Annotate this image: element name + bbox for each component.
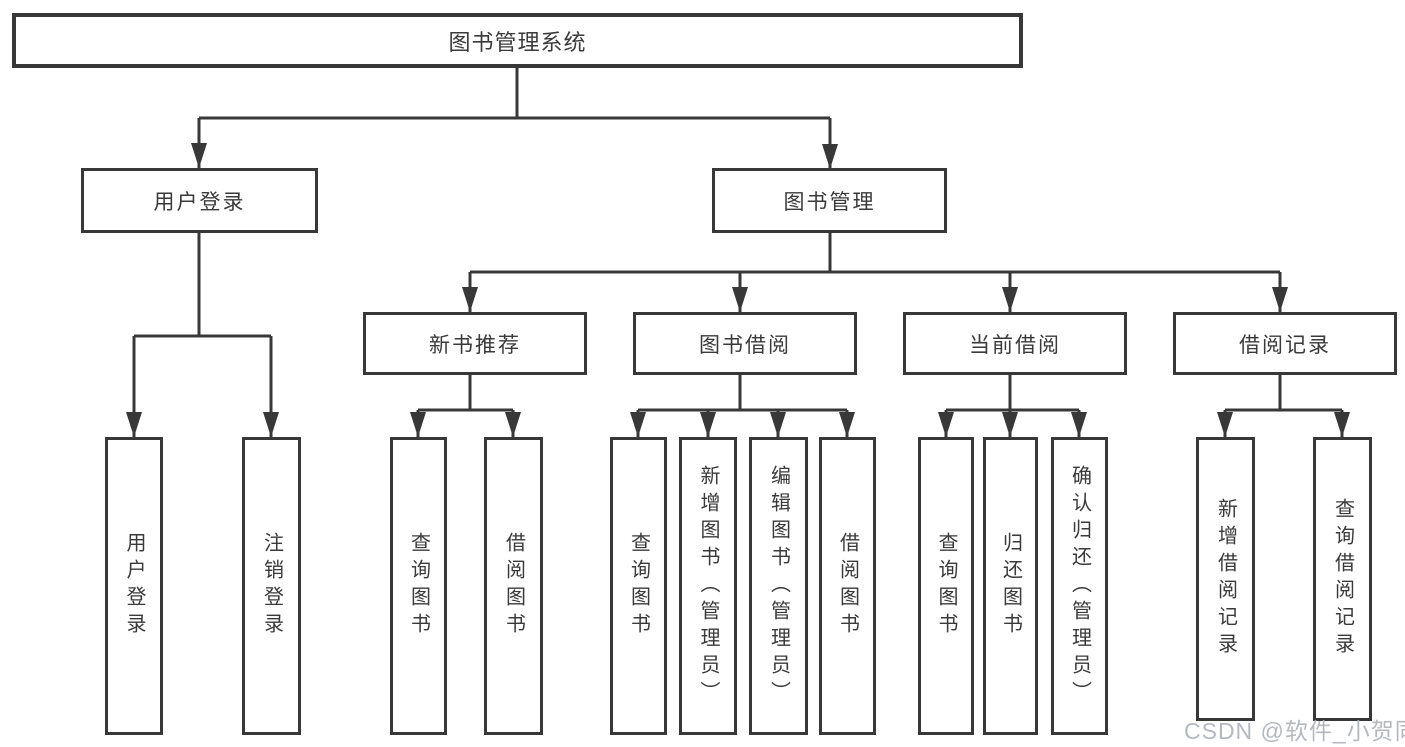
node-label: 查询借阅记录	[1331, 498, 1354, 660]
leaf-return-book: 归还图书	[983, 437, 1038, 735]
node-book-management: 图书管理	[712, 168, 947, 233]
node-label: 查询图书	[627, 532, 650, 640]
leaf-add-book-admin: 新增图书（管理员）	[679, 437, 737, 735]
node-label: 归还图书	[999, 532, 1022, 640]
node-label: 借阅记录	[1239, 333, 1331, 357]
node-library-management-system: 图书管理系统	[12, 13, 1023, 68]
node-label: 新增借阅记录	[1214, 498, 1237, 660]
tree-edges	[132, 68, 1344, 437]
node-label: 用户登录	[123, 532, 145, 640]
node-label: 查询图书	[935, 532, 957, 640]
node-label: 确认归还（管理员）	[1068, 464, 1091, 708]
node-label: 借阅图书	[836, 532, 859, 640]
leaf-borrow-books: 借阅图书	[819, 437, 876, 735]
leaf-edit-book-admin: 编辑图书（管理员）	[749, 437, 808, 735]
node-user-login-branch: 用户登录	[81, 168, 318, 233]
node-label: 编辑图书（管理员）	[767, 464, 790, 708]
leaf-user-login: 用户登录	[105, 437, 163, 735]
node-label: 当前借阅	[969, 333, 1061, 357]
node-label: 新增图书（管理员）	[697, 464, 719, 708]
node-current-borrow: 当前借阅	[903, 312, 1127, 375]
leaf-borrow-books-recommend: 借阅图书	[484, 437, 543, 735]
node-label: 用户登录	[153, 190, 246, 214]
leaf-query-books-recommend: 查询图书	[390, 437, 447, 735]
leaf-query-books-current: 查询图书	[918, 437, 974, 735]
arrowheads	[126, 143, 1350, 437]
leaf-add-borrow-record: 新增借阅记录	[1196, 437, 1255, 721]
node-label: 查询图书	[407, 532, 430, 640]
leaf-logout: 注销登录	[242, 437, 301, 735]
leaf-query-borrow-record: 查询借阅记录	[1313, 437, 1372, 721]
csdn-watermark: CSDN @软件_小贺同学	[1184, 718, 1405, 744]
node-label: 借阅图书	[502, 532, 525, 640]
node-label: 图书管理	[783, 190, 876, 214]
node-label: 注销登录	[260, 532, 283, 640]
node-book-borrow: 图书借阅	[633, 312, 857, 375]
node-label: 新书推荐	[429, 333, 521, 357]
leaf-confirm-return-admin: 确认归还（管理员）	[1051, 437, 1108, 735]
node-borrow-records: 借阅记录	[1173, 312, 1397, 375]
node-new-book-recommend: 新书推荐	[363, 312, 587, 375]
node-label: 图书管理系统	[448, 29, 587, 55]
leaf-query-books-borrow: 查询图书	[610, 437, 667, 735]
node-label: 图书借阅	[699, 333, 791, 357]
